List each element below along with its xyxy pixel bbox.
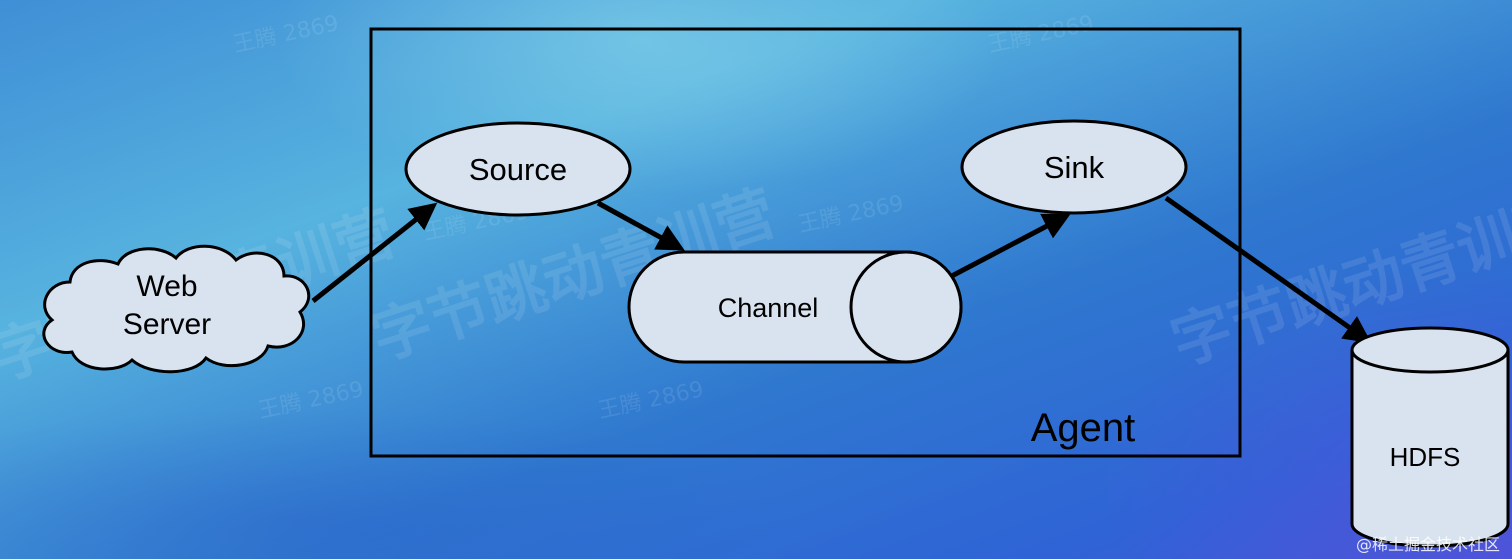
- channel-end-cap: [849, 250, 963, 364]
- watermark-text: 王腾 2869: [596, 377, 706, 424]
- web-server-label-line2: Server: [123, 308, 211, 341]
- source-node: Source: [404, 121, 632, 217]
- sink-label: Sink: [1044, 150, 1105, 185]
- watermark-text: 王腾 2869: [231, 11, 341, 58]
- web-server-cloud: Web Server: [42, 244, 311, 374]
- cloud-icon: [42, 244, 311, 374]
- agent-label: Agent: [1031, 406, 1136, 450]
- web-server-label-line1: Web: [136, 270, 197, 303]
- hdfs-label: HDFS: [1390, 442, 1461, 472]
- watermark-text: 王腾 2869: [986, 11, 1096, 58]
- watermark-text: 王腾 2869: [796, 191, 906, 238]
- arrow-webserver-to-source: [311, 202, 438, 303]
- channel-label: Channel: [718, 293, 819, 323]
- hdfs-body: [1350, 350, 1510, 548]
- channel-node: Channel: [627, 250, 963, 364]
- source-ellipse: [404, 121, 632, 217]
- hdfs-node: HDFS: [1350, 326, 1510, 548]
- sink-ellipse: [960, 119, 1188, 215]
- arrow-sink-to-hdfs: [1164, 195, 1372, 344]
- agent-box: [369, 27, 1242, 458]
- source-label: Source: [469, 152, 567, 187]
- hdfs-top: [1350, 326, 1510, 374]
- sink-node: Sink: [960, 119, 1188, 215]
- credit-text: @稀土掘金技术社区: [1355, 535, 1500, 554]
- watermark-text: 王腾 2869: [256, 377, 366, 424]
- arrow-source-to-channel: [596, 200, 685, 251]
